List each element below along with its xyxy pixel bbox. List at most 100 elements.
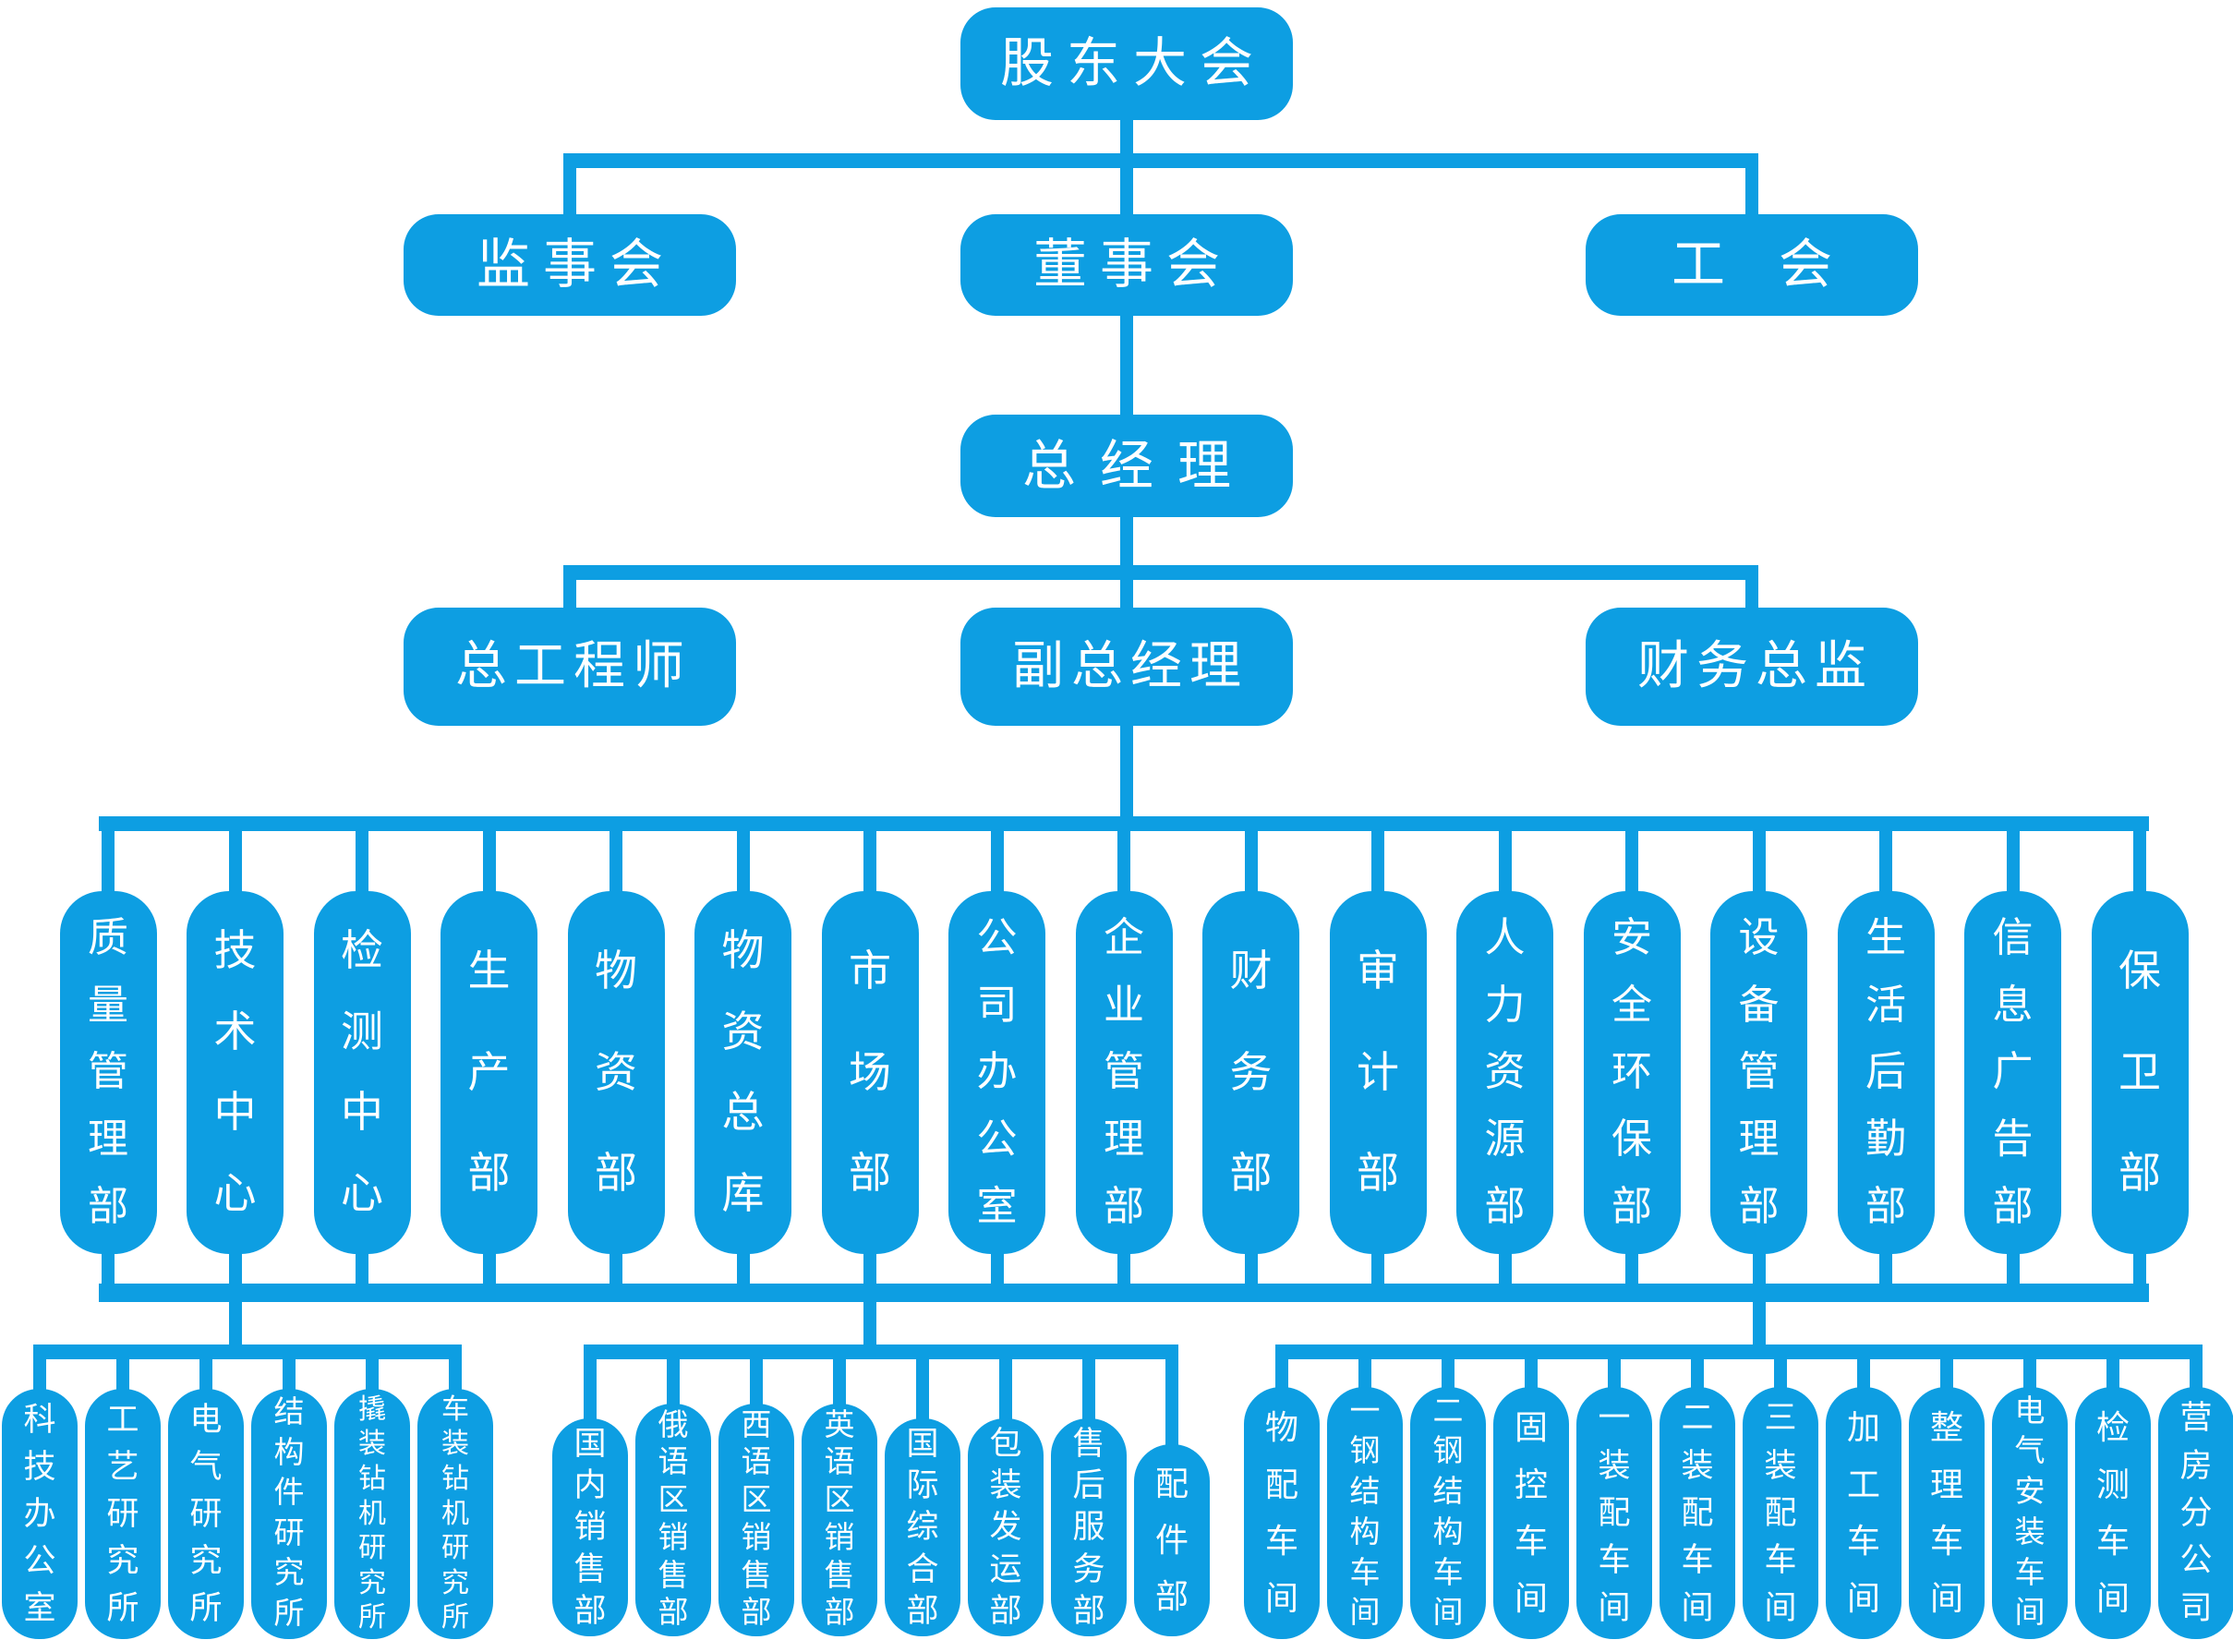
vertical-label-char: 售	[741, 1559, 772, 1593]
subunit-box: 西语区销售部	[718, 1404, 794, 1636]
node-general-manager: 总经理	[960, 415, 1293, 517]
vertical-label-char: 研	[106, 1496, 139, 1532]
connector-dept-stub-bottom	[1371, 1252, 1384, 1300]
connector-group-bus	[1275, 1345, 2203, 1359]
vertical-label-char: 车	[2014, 1556, 2046, 1590]
vertical-label-char: 装	[1764, 1447, 1797, 1484]
vertical-label-char: 部	[88, 1184, 128, 1230]
subunit-box: 车装钻机研究所	[417, 1389, 493, 1639]
vertical-label-char: 结	[1432, 1476, 1464, 1510]
connector-dept-stub-bottom	[356, 1252, 368, 1300]
vertical-label-char: 车	[1846, 1523, 1880, 1561]
vertical-label-char: 销	[658, 1521, 689, 1555]
vertical-label-char: 管	[88, 1049, 128, 1095]
connector-dept-stub-bottom	[2133, 1252, 2146, 1300]
dept-box: 设备管理部	[1710, 891, 1807, 1254]
vertical-label-char: 装	[1681, 1447, 1714, 1484]
vertical-label-char: 业	[1104, 982, 1144, 1028]
connector-group-drop	[1752, 1284, 1766, 1359]
connector-group-riser	[449, 1345, 462, 1393]
vertical-label-char: 车	[1432, 1556, 1464, 1590]
vertical-label-char: 固	[1514, 1408, 1548, 1446]
connector-group-riser	[1358, 1345, 1371, 1391]
vertical-label-char: 气	[2014, 1435, 2046, 1469]
vertical-label-char: 机	[358, 1498, 386, 1529]
connector-group-riser	[116, 1345, 129, 1393]
vertical-label-char: 机	[441, 1498, 469, 1529]
vertical-label-char: 所	[273, 1597, 305, 1631]
subunit-box: 三装配车间	[1743, 1387, 1818, 1639]
connector-group-riser	[916, 1345, 929, 1422]
vertical-label-char: 生	[467, 947, 511, 995]
subunit-box: 科技办公室	[2, 1389, 78, 1639]
vertical-label-char: 检	[2095, 1408, 2130, 1446]
vertical-label-char: 保	[1611, 1116, 1652, 1163]
vertical-label-char: 技	[23, 1449, 56, 1485]
vertical-label-char: 测	[2095, 1465, 2130, 1503]
vertical-label-char: 二	[1432, 1394, 1464, 1429]
vertical-label-char: 车	[441, 1393, 469, 1425]
vertical-label-char: 发	[989, 1509, 1022, 1546]
vertical-label-char: 配	[1764, 1494, 1797, 1531]
connector-group-riser	[1691, 1345, 1704, 1391]
vertical-label-char: 公	[23, 1543, 56, 1579]
vertical-label-char: 间	[1432, 1597, 1464, 1631]
vertical-label-char: 资	[1484, 1049, 1526, 1095]
vertical-label-char: 研	[189, 1496, 223, 1532]
connector-group-riser	[1082, 1345, 1095, 1422]
vertical-label-char: 部	[849, 1150, 891, 1198]
vertical-label-char: 部	[1484, 1184, 1526, 1230]
vertical-label-char: 际	[906, 1467, 939, 1504]
vertical-label-char: 术	[213, 1007, 257, 1055]
vertical-label-char: 配	[1598, 1494, 1631, 1531]
vertical-label-char: 源	[1484, 1116, 1526, 1163]
vertical-label-char: 间	[1929, 1580, 1963, 1618]
connector-group-riser	[1608, 1345, 1621, 1391]
vertical-label-char: 艺	[106, 1449, 139, 1485]
vertical-label-char: 管	[1738, 1049, 1780, 1095]
vertical-label-char: 究	[106, 1543, 139, 1579]
connector-group-riser	[1940, 1345, 1953, 1391]
dept-box: 保卫部	[2091, 891, 2189, 1254]
vertical-label-char: 产	[467, 1048, 511, 1096]
connector-dept-stub-top	[1752, 816, 1766, 893]
vertical-label-char: 务	[1229, 1048, 1273, 1096]
vertical-label-char: 管	[1104, 1049, 1144, 1095]
vertical-label-char: 部	[1738, 1184, 1780, 1230]
vertical-label-char: 司	[976, 982, 1018, 1028]
connector-dept-stub-top	[228, 816, 242, 893]
vertical-label-char: 车	[1349, 1556, 1381, 1590]
vertical-label-char: 物	[1264, 1408, 1298, 1446]
dept-box: 安全环保部	[1583, 891, 1681, 1254]
dept-box: 检测中心	[313, 891, 411, 1254]
subunit-box: 一钢结构车间	[1327, 1387, 1403, 1639]
vertical-label-char: 计	[1357, 1048, 1399, 1096]
node-supervisory-board: 监事会	[404, 214, 736, 316]
vertical-label-char: 设	[1738, 914, 1780, 960]
subunit-box: 撬装钻机研究所	[334, 1389, 410, 1639]
subunit-box: 英语区销售部	[802, 1404, 877, 1636]
vertical-label-char: 中	[213, 1089, 257, 1137]
vertical-label-char: 装	[2014, 1515, 2046, 1550]
vertical-label-char: 部	[741, 1597, 772, 1631]
connector-l2-bus	[563, 153, 1758, 168]
vertical-label-char: 活	[1865, 982, 1906, 1028]
connector-dept-stub-top	[610, 816, 622, 893]
vertical-label-char: 分	[2179, 1494, 2213, 1531]
vertical-label-char: 钻	[358, 1463, 386, 1494]
vertical-label-char: 一	[1349, 1394, 1381, 1429]
connector-l2-drop-3	[1745, 153, 1758, 214]
vertical-label-char: 语	[741, 1446, 772, 1480]
vertical-label-char: 所	[189, 1590, 223, 1626]
vertical-label-char: 环	[1611, 1049, 1652, 1095]
vertical-label-char: 装	[1598, 1447, 1631, 1484]
subunit-box: 固控车间	[1493, 1387, 1569, 1639]
connector-dept-stub-bottom	[610, 1252, 622, 1300]
connector-dept-stub-top	[482, 816, 496, 893]
connector-dept-stub-top	[736, 816, 750, 893]
vertical-label-char: 部	[1611, 1184, 1652, 1230]
vertical-label-char: 车	[1681, 1542, 1714, 1579]
vertical-label-char: 间	[2014, 1597, 2046, 1631]
vertical-label-char: 办	[976, 1049, 1018, 1095]
vertical-label-char: 工	[106, 1402, 139, 1438]
